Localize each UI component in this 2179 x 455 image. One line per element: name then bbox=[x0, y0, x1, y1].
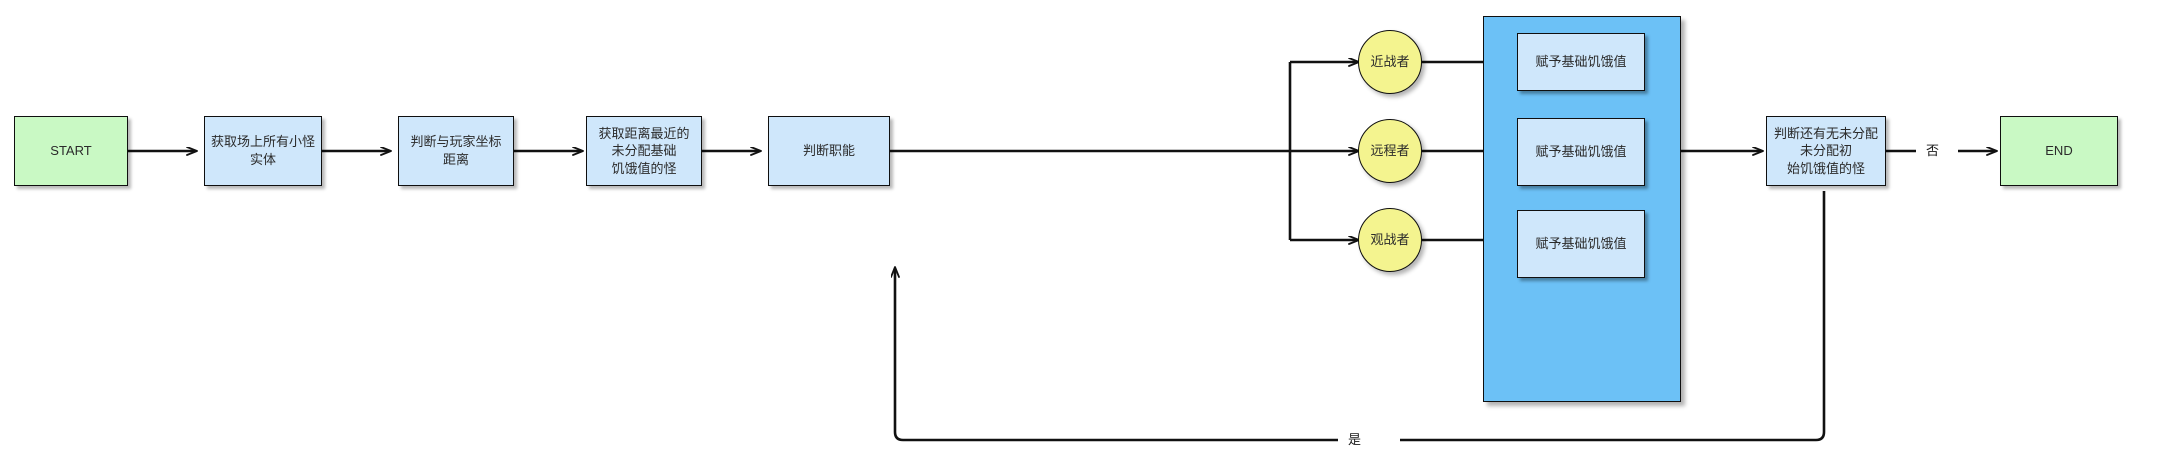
node-assign-base-hunger-ranged[interactable]: 赋予基础饥饿值 bbox=[1517, 118, 1645, 186]
node-check-role[interactable]: 判断职能 bbox=[768, 116, 890, 186]
node-end-label: END bbox=[2045, 143, 2073, 159]
node-start[interactable]: START bbox=[14, 116, 128, 186]
node-get-nearest-unassigned-line1: 获取距离最近的未分配基础 bbox=[598, 125, 690, 159]
node-get-nearest-unassigned-line2: 饥饿值的怪 bbox=[611, 160, 677, 176]
node-get-all-monsters[interactable]: 获取场上所有小怪实体 bbox=[204, 116, 322, 186]
node-check-remaining-line2: 始饥饿值的怪 bbox=[1786, 160, 1865, 176]
node-role-spectator[interactable]: 观战者 bbox=[1358, 208, 1422, 272]
node-end[interactable]: END bbox=[2000, 116, 2118, 186]
node-check-player-distance-label: 判断与玩家坐标距离 bbox=[410, 134, 502, 167]
node-role-melee-label: 近战者 bbox=[1370, 54, 1410, 70]
node-start-label: START bbox=[50, 143, 92, 159]
node-assign-base-hunger-ranged-label: 赋予基础饥饿值 bbox=[1535, 144, 1627, 160]
node-assign-base-hunger-spectator-label: 赋予基础饥饿值 bbox=[1535, 236, 1627, 252]
node-get-nearest-unassigned-label: 获取距离最近的未分配基础 饥饿值的怪 bbox=[593, 125, 695, 178]
node-check-role-label: 判断职能 bbox=[802, 143, 855, 159]
node-check-remaining[interactable]: 判断还有无未分配未分配初 始饥饿值的怪 bbox=[1766, 116, 1886, 186]
edge-loop-yes-b bbox=[895, 268, 1338, 442]
node-get-nearest-unassigned[interactable]: 获取距离最近的未分配基础 饥饿值的怪 bbox=[586, 116, 702, 186]
node-role-spectator-label: 观战者 bbox=[1370, 232, 1410, 248]
node-assign-base-hunger-spectator[interactable]: 赋予基础饥饿值 bbox=[1517, 210, 1645, 278]
node-role-ranged[interactable]: 远程者 bbox=[1358, 119, 1422, 183]
node-check-remaining-label: 判断还有无未分配未分配初 始饥饿值的怪 bbox=[1773, 125, 1879, 178]
node-role-melee[interactable]: 近战者 bbox=[1358, 30, 1422, 94]
node-assign-base-hunger-melee-label: 赋予基础饥饿值 bbox=[1535, 54, 1627, 70]
node-role-ranged-label: 远程者 bbox=[1370, 143, 1410, 159]
edge-label-yes: 是 bbox=[1343, 433, 1367, 446]
node-check-player-distance[interactable]: 判断与玩家坐标距离 bbox=[398, 116, 514, 186]
node-check-remaining-line1: 判断还有无未分配未分配初 bbox=[1773, 125, 1878, 159]
edge-label-no: 否 bbox=[1921, 144, 1945, 157]
node-get-all-monsters-label: 获取场上所有小怪实体 bbox=[211, 134, 316, 167]
node-assign-base-hunger-melee[interactable]: 赋予基础饥饿值 bbox=[1517, 33, 1645, 91]
